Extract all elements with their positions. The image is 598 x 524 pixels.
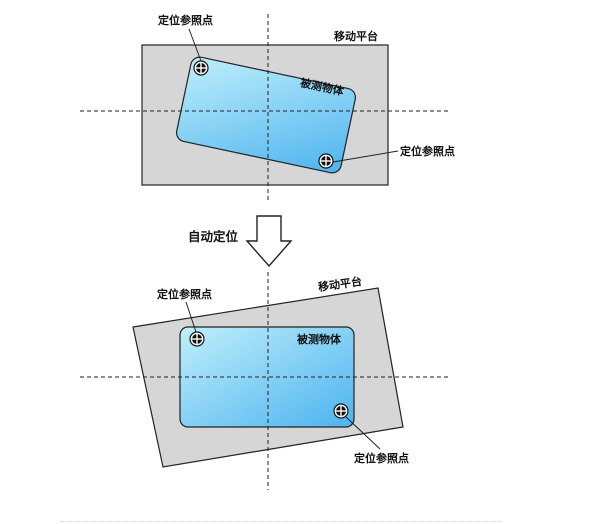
leader-line: [345, 416, 381, 450]
transition-group: 自动定位: [188, 215, 293, 268]
crosshair-icon: [193, 60, 209, 76]
crosshair-icon: [189, 331, 205, 347]
platform-label-before: 移动平台: [334, 29, 378, 43]
ref-point-label-bottom-before: 定位参照点: [400, 144, 455, 158]
leader-line: [188, 28, 202, 62]
leader-line: [185, 301, 197, 333]
leader-line: [332, 150, 399, 163]
platform-label-after: 移动平台: [317, 274, 363, 294]
after-group: 移动平台 被测物体 定位参照点 定位参照点: [80, 272, 448, 490]
ref-point-label-bottom-after: 定位参照点: [354, 451, 409, 465]
auto-positioning-label: 自动定位: [188, 229, 239, 244]
measured-object-before: [175, 56, 357, 174]
crosshair-icon: [318, 153, 334, 169]
bottom-divider: [60, 521, 500, 522]
crosshair-icon: [333, 403, 349, 419]
before-group: 移动平台 被测物体 定位参照点 定位参照点: [80, 13, 455, 200]
down-arrow-icon: [245, 215, 293, 268]
ref-point-label-top-before: 定位参照点: [158, 13, 213, 27]
ref-point-label-top-after: 定位参照点: [157, 287, 212, 301]
object-label-after: 被测物体: [297, 332, 342, 346]
